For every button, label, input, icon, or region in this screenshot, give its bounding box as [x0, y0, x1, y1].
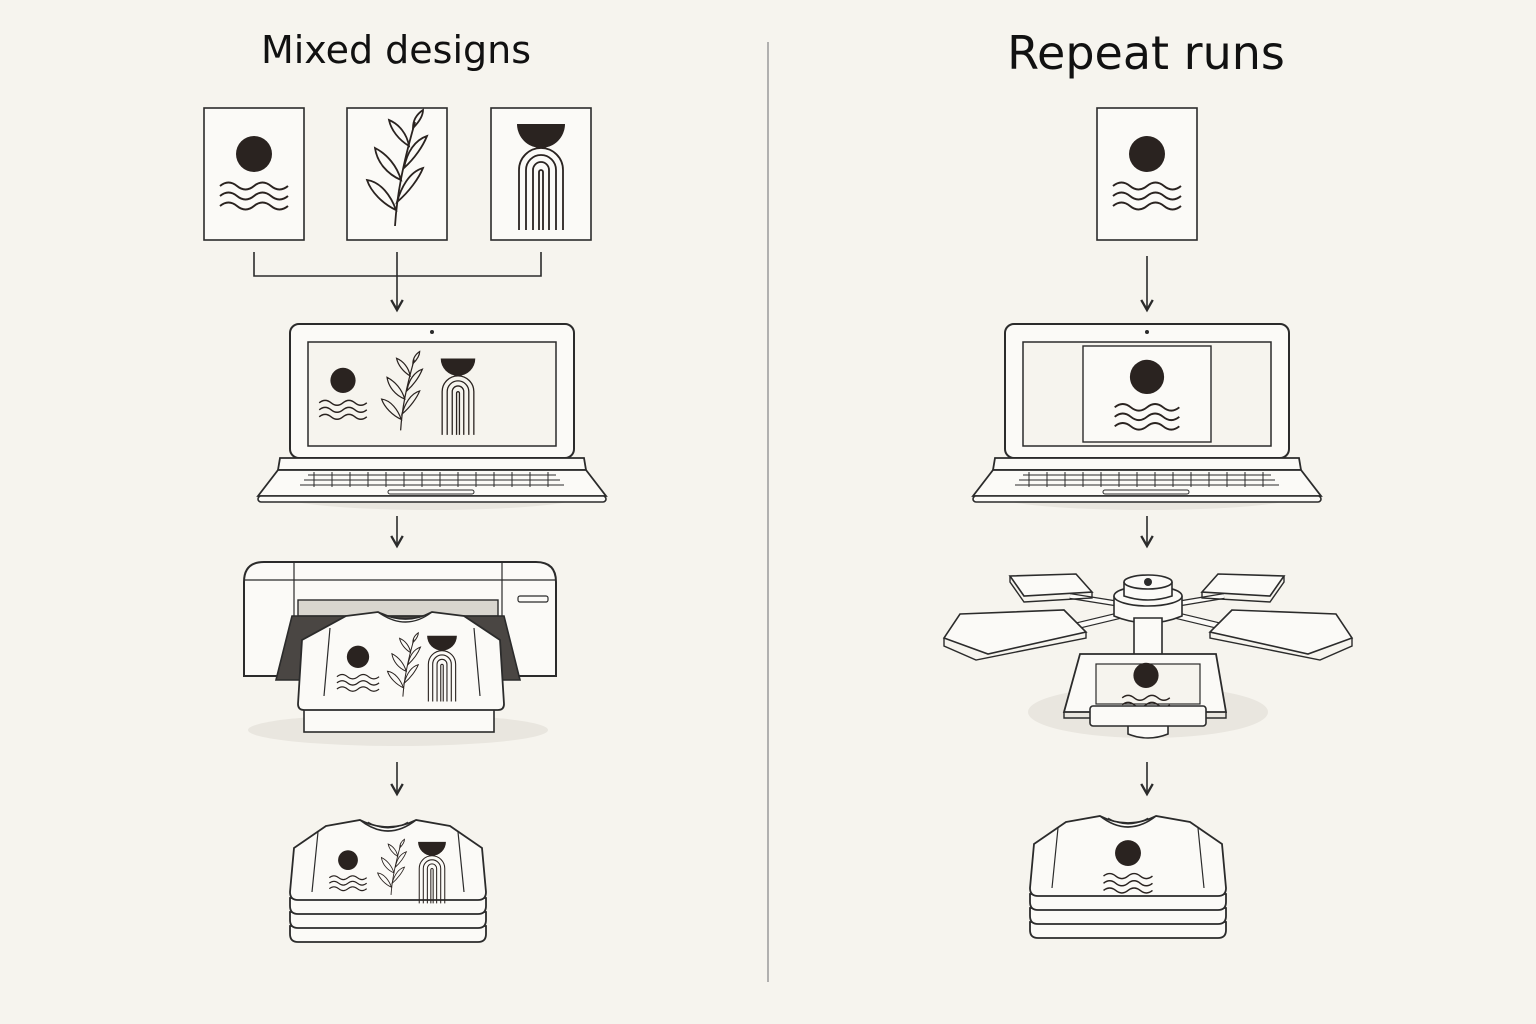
screen-printing-press-icon	[942, 573, 1354, 739]
design-card-leaf	[346, 107, 448, 241]
merge-connector	[253, 252, 542, 277]
left-panel-title: Mixed designs	[260, 28, 532, 72]
design-card-rainbow	[490, 107, 592, 241]
folded-shirt-stack-icon	[289, 819, 487, 943]
laptop-icon	[972, 323, 1322, 511]
laptop-icon	[257, 323, 607, 511]
right-panel-title: Repeat runs	[1007, 26, 1285, 80]
design-card-sun-waves	[203, 107, 305, 241]
design-card-sun-waves-right	[1096, 107, 1198, 241]
large-format-printer-icon	[243, 561, 557, 746]
folded-shirt-stack-icon	[1029, 815, 1227, 939]
